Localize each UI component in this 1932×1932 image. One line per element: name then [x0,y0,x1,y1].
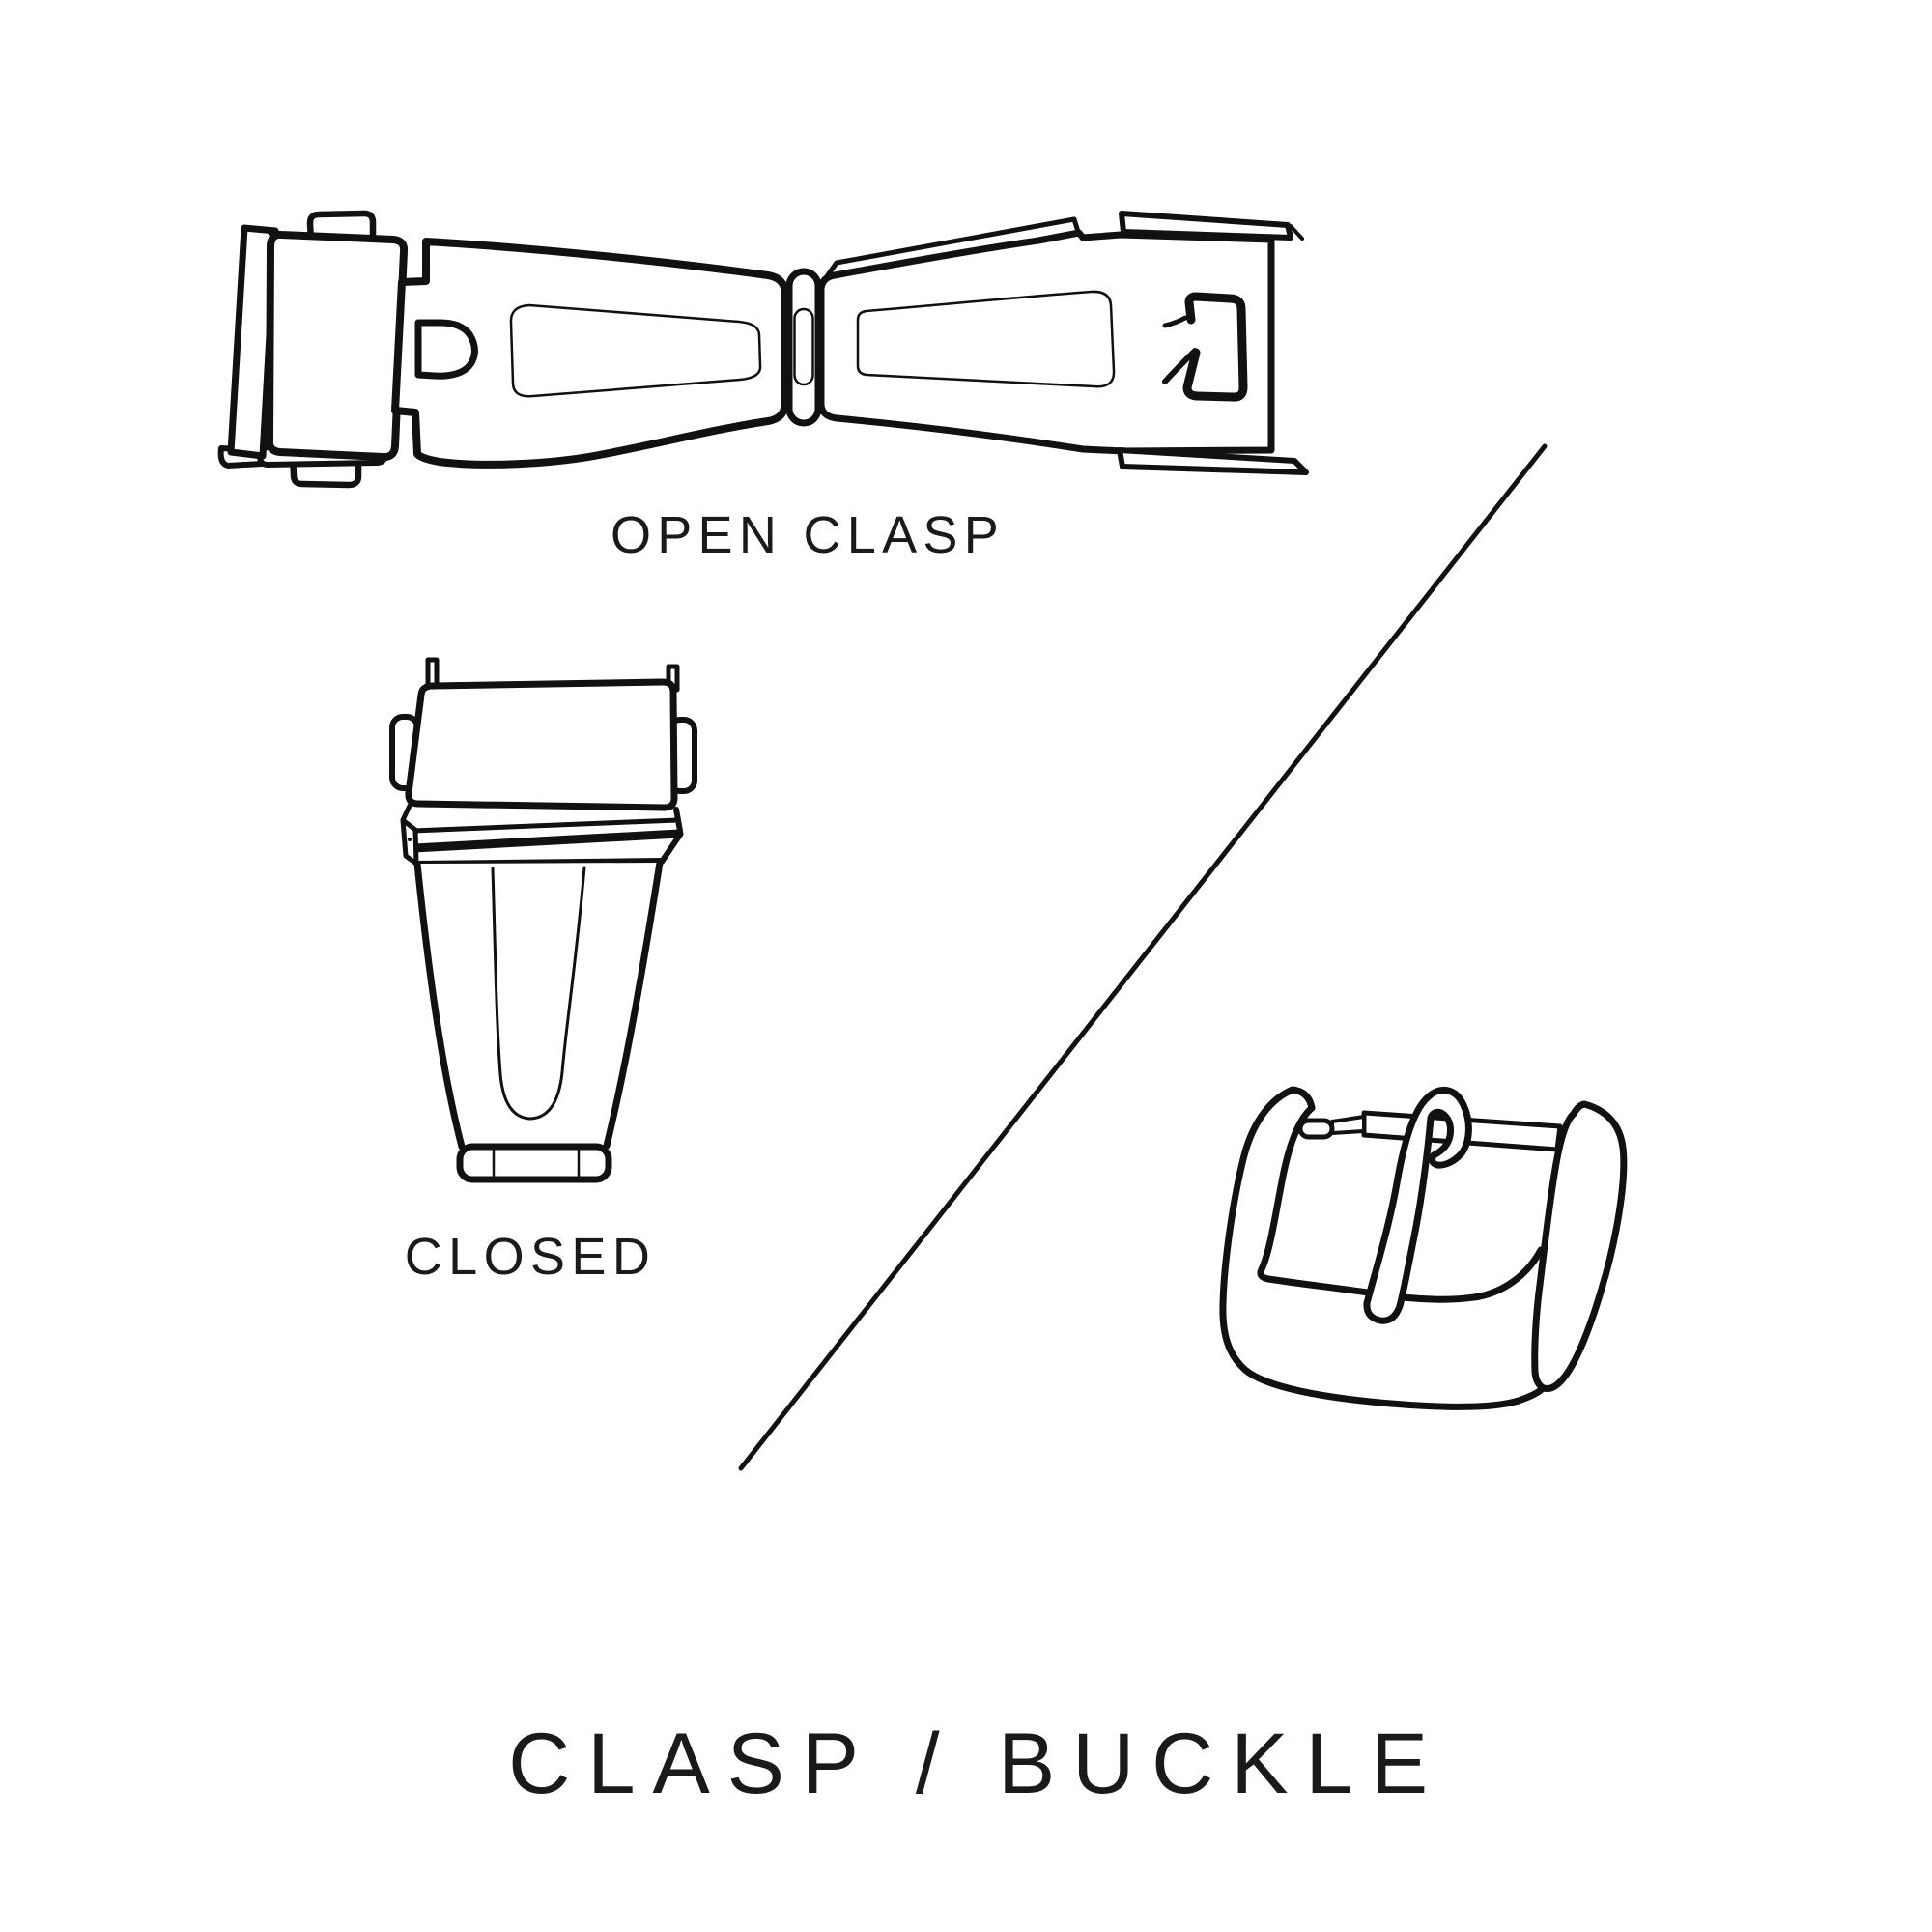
svg-text:OPEN CLASP: OPEN CLASP [611,506,1005,564]
svg-text:CLASP / BUCKLE: CLASP / BUCKLE [508,1715,1445,1811]
svg-text:CLOSED: CLOSED [405,1228,656,1286]
